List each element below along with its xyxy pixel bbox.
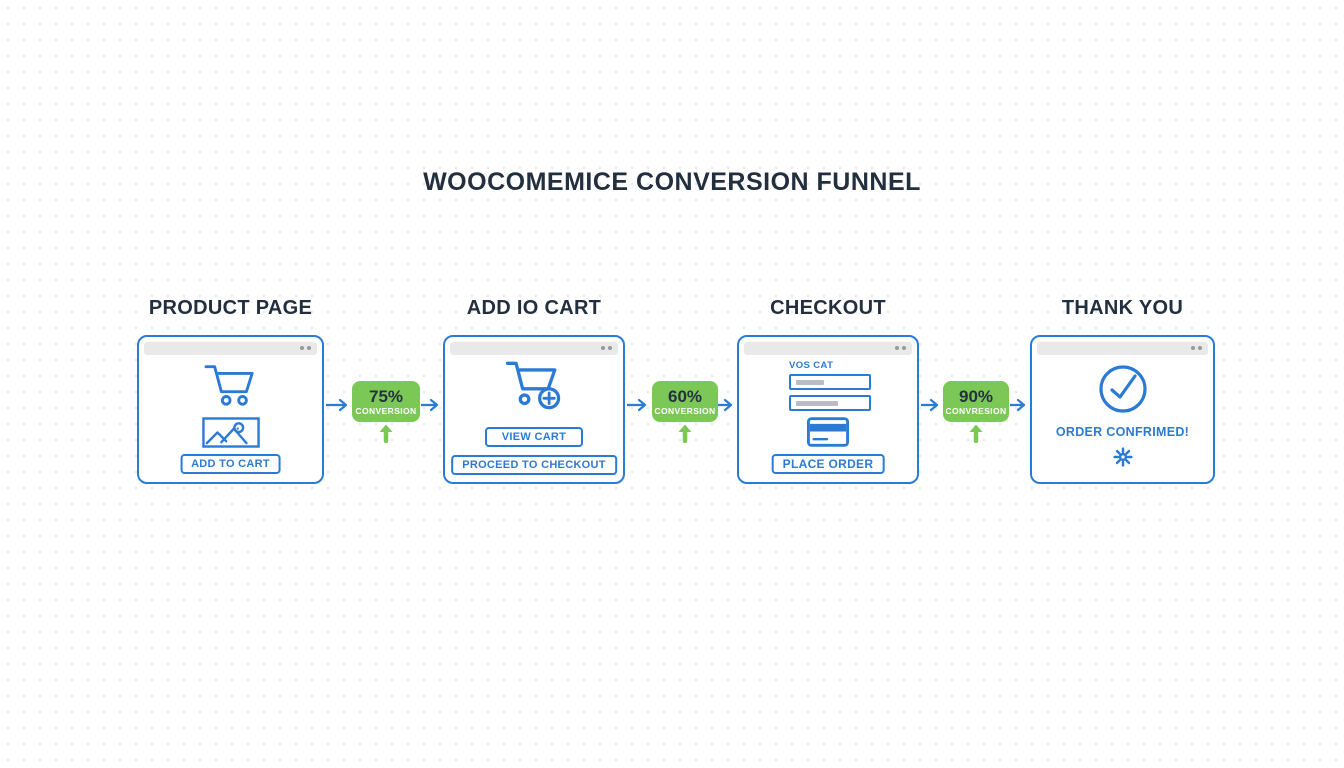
up-arrow-icon — [379, 424, 393, 443]
place-order-button[interactable]: PLACE ORDER — [771, 454, 885, 474]
flow-arrow-icon — [627, 398, 647, 412]
up-arrow-icon — [678, 424, 692, 443]
conversion-percent: 60% — [667, 386, 703, 406]
page-title: WOOCOMEMICE CONVERSION FUNNEL — [423, 168, 921, 196]
thank-you-card: ORDER CONFRIMED! — [1030, 335, 1215, 484]
browser-bar — [144, 342, 317, 355]
browser-bar — [1037, 342, 1208, 355]
product-page-card: ADD TO CART — [137, 335, 324, 484]
shopping-cart-icon — [204, 365, 254, 406]
checkout-input-2[interactable] — [789, 395, 871, 411]
add-to-cart-card: VIEW CART PROCEED TO CHECKOUT — [443, 335, 625, 484]
stage-heading-thank-you: THANK YOU — [1061, 297, 1184, 319]
browser-window-dots-icon — [1191, 346, 1202, 350]
view-cart-button[interactable]: VIEW CART — [485, 427, 583, 447]
placeholder-bar — [796, 380, 824, 385]
conversion-percent: 75% — [368, 386, 404, 406]
browser-bar — [450, 342, 618, 355]
flow-arrow-icon — [326, 398, 348, 412]
flow-arrow-icon — [921, 398, 939, 412]
conversion-label: CONVERSION — [654, 405, 716, 416]
conversion-label: CONVERSION — [355, 405, 417, 416]
gear-icon — [1112, 447, 1133, 467]
up-arrow-icon — [969, 424, 983, 443]
conversion-percent: 90% — [958, 386, 994, 406]
browser-window-dots-icon — [601, 346, 612, 350]
conversion-badge-75: 75% CONVERSION — [352, 381, 420, 422]
placeholder-bar — [796, 401, 838, 406]
add-to-cart-button[interactable]: ADD TO CART — [180, 454, 281, 474]
stage-heading-checkout: CHECKOUT — [770, 297, 886, 319]
order-confirmed-text: ORDER CONFRIMED! — [1055, 425, 1190, 439]
cart-plus-icon — [505, 361, 561, 410]
stage-heading-add-to-cart: ADD IO CART — [466, 297, 602, 319]
conversion-label: CONVRESION — [945, 405, 1007, 416]
check-circle-icon — [1098, 365, 1147, 413]
browser-window-dots-icon — [895, 346, 906, 350]
proceed-to-checkout-button[interactable]: PROCEED TO CHECKOUT — [451, 455, 617, 475]
product-image-icon — [201, 417, 260, 448]
browser-bar — [744, 342, 912, 355]
flow-arrow-icon — [718, 398, 733, 412]
browser-window-dots-icon — [300, 346, 311, 350]
conversion-badge-60: 60% CONVERSION — [652, 381, 718, 422]
flow-arrow-icon — [1010, 398, 1026, 412]
checkout-card: VOS CAT PLACE ORDER — [737, 335, 919, 484]
checkout-input-1[interactable] — [789, 374, 871, 390]
flow-arrow-icon — [421, 398, 439, 412]
stage-heading-product-page: PRODUCT PAGE — [148, 297, 313, 319]
credit-card-icon — [807, 417, 849, 447]
conversion-badge-90: 90% CONVRESION — [943, 381, 1009, 422]
checkout-form-label: VOS CAT — [789, 360, 834, 371]
